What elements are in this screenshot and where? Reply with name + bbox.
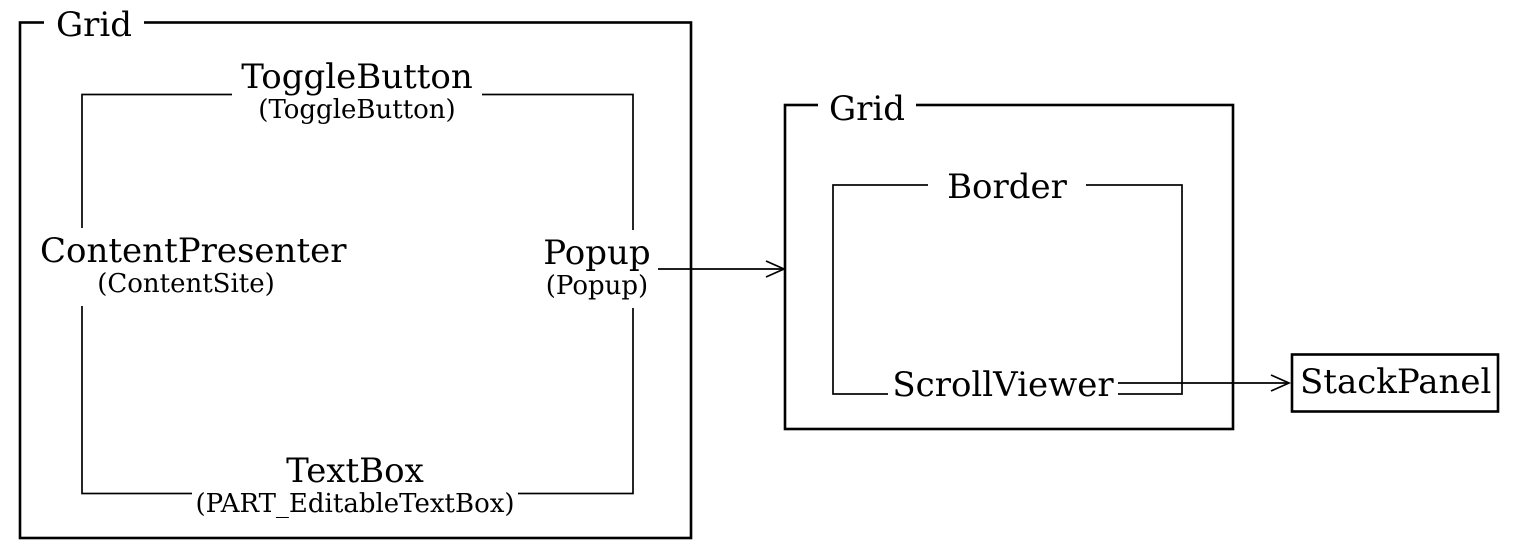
node-textbox-type: TextBox xyxy=(286,451,424,491)
node-togglebutton-part-name: (ToggleButton) xyxy=(258,95,456,125)
node-popup: Popup (Popup) xyxy=(543,230,651,308)
node-border: Border xyxy=(928,164,1086,214)
popup-to-grid-arrowhead-icon xyxy=(765,260,787,278)
combobox-grid-box xyxy=(18,21,693,540)
stackpanel-box xyxy=(1290,353,1500,413)
node-stackpanel-type: StackPanel xyxy=(1300,362,1492,402)
popup-grid-label-text: Grid xyxy=(828,89,906,129)
node-scrollviewer-type: ScrollViewer xyxy=(892,365,1114,405)
combobox-grid-label: Grid xyxy=(44,2,144,52)
node-popup-type: Popup xyxy=(543,233,651,273)
node-textbox: TextBox (PART_EditableTextBox) xyxy=(192,448,518,526)
node-textbox-part-name: (PART_EditableTextBox) xyxy=(195,489,515,519)
node-stackpanel: StackPanel xyxy=(1300,362,1492,402)
node-popup-part-name: (Popup) xyxy=(545,271,649,301)
popup-grid-label: Grid xyxy=(818,86,916,136)
node-contentpresenter-type: ContentPresenter xyxy=(40,231,347,271)
node-contentpresenter: ContentPresenter (ContentSite) xyxy=(40,228,347,306)
node-contentpresenter-part-name: (ContentSite) xyxy=(97,269,275,299)
node-border-type: Border xyxy=(947,167,1067,207)
popup-grid-box xyxy=(783,103,1235,431)
node-togglebutton: ToggleButton (ToggleButton) xyxy=(232,54,482,132)
node-togglebutton-type: ToggleButton xyxy=(241,57,473,97)
combobox-grid-label-text: Grid xyxy=(55,5,133,45)
scrollviewer-to-stackpanel-arrowhead-icon xyxy=(1270,374,1292,392)
node-scrollviewer: ScrollViewer xyxy=(888,362,1118,412)
